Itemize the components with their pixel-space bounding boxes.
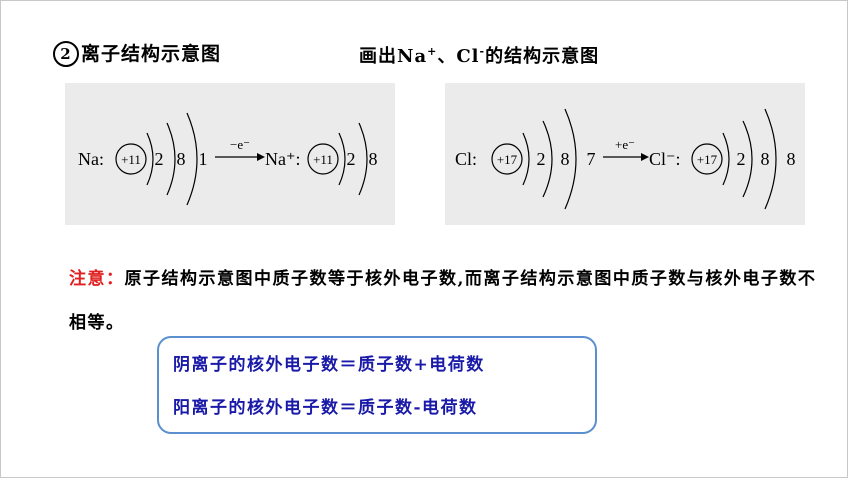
cl-nucleus-label: +17 bbox=[497, 152, 518, 167]
cl-atom-symbol: Cl: bbox=[455, 149, 477, 169]
na-atom-symbol: Na: bbox=[78, 149, 104, 169]
task-prefix: 画出 bbox=[359, 46, 397, 67]
na-ion-nucleus-circle bbox=[307, 143, 339, 175]
task-ion1: Na bbox=[397, 46, 428, 67]
task-instruction: 画出Na+、Cl-的结构示意图 bbox=[359, 42, 599, 68]
cl-ion-shell-value-2: 8 bbox=[761, 149, 770, 169]
cl-diagram-panel: Cl: +17 2 8 7 +e⁻ Cl⁻: +17 2 8 8 bbox=[445, 83, 805, 225]
na-nucleus-circle bbox=[115, 143, 147, 175]
cl-arrow-label: +e⁻ bbox=[615, 137, 635, 152]
cl-ion-shell-arc-3 bbox=[764, 108, 777, 210]
na-nucleus-label: +11 bbox=[121, 152, 141, 167]
heading-text: 离子结构示意图 bbox=[81, 43, 222, 65]
na-arrow-label: −e⁻ bbox=[230, 137, 250, 152]
na-ion-nucleus-label: +11 bbox=[313, 152, 333, 167]
cl-ion-shell-arc-1 bbox=[722, 132, 730, 186]
cl-shell-arc-3 bbox=[564, 108, 577, 210]
cl-ion-shell-value-3: 8 bbox=[787, 149, 796, 169]
na-shell-value-1: 2 bbox=[155, 149, 164, 169]
na-ion-symbol: Na⁺: bbox=[265, 149, 301, 169]
cl-nucleus-circle bbox=[491, 143, 523, 175]
cl-diagram: Cl: +17 2 8 7 +e⁻ Cl⁻: +17 2 8 8 bbox=[455, 108, 796, 210]
cl-shell-value-3: 7 bbox=[587, 149, 596, 169]
na-ion-shell-arc-1 bbox=[338, 132, 346, 186]
cl-ion-symbol: Cl⁻: bbox=[649, 149, 681, 169]
na-shell-arc-1 bbox=[146, 132, 154, 186]
cl-shell-value-2: 8 bbox=[561, 149, 570, 169]
task-ion1-charge: + bbox=[427, 45, 438, 58]
na-ion-shell-value-2: 8 bbox=[369, 149, 378, 169]
anion-rule: 阴离子的核外电子数＝质子数+电荷数 bbox=[173, 355, 485, 375]
cl-ion-nucleus-circle bbox=[691, 143, 723, 175]
task-ion2-charge: - bbox=[479, 45, 486, 58]
na-diagram-panel: Na: +11 2 8 1 −e⁻ Na⁺: +11 2 8 bbox=[65, 83, 395, 225]
note-paragraph: 注意：原子结构示意图中质子数等于核外电子数,而离子结构示意图中质子数与核外电子数… bbox=[69, 257, 819, 345]
task-suffix: 的结构示意图 bbox=[485, 46, 600, 67]
circled-number: 2 bbox=[53, 41, 79, 67]
rule-box: 阴离子的核外电子数＝质子数+电荷数 阳离子的核外电子数＝质子数-电荷数 bbox=[157, 336, 597, 434]
cation-rule: 阳离子的核外电子数＝质子数-电荷数 bbox=[173, 398, 478, 418]
task-ion2: Cl bbox=[456, 46, 480, 67]
cl-ion-shell-value-1: 2 bbox=[737, 149, 746, 169]
na-diagram: Na: +11 2 8 1 −e⁻ Na⁺: +11 2 8 bbox=[78, 112, 378, 206]
cl-shell-arc-1 bbox=[522, 132, 530, 186]
na-ion-shell-value-1: 2 bbox=[347, 149, 356, 169]
cl-ion-nucleus-label: +17 bbox=[697, 152, 718, 167]
task-separator: 、 bbox=[437, 46, 457, 67]
na-shell-value-3: 1 bbox=[199, 149, 208, 169]
cl-ion-shell-arc-2 bbox=[742, 120, 753, 198]
na-arrow-head bbox=[257, 153, 265, 161]
na-ion-shell-arc-2 bbox=[358, 122, 368, 196]
note-text: 原子结构示意图中质子数等于核外电子数,而离子结构示意图中质子数与核外电子数不相等… bbox=[69, 269, 817, 333]
cl-shell-value-1: 2 bbox=[537, 149, 546, 169]
cl-arrow-head bbox=[641, 153, 649, 161]
na-shell-value-2: 8 bbox=[177, 149, 186, 169]
na-shell-arc-3 bbox=[186, 112, 198, 206]
cl-shell-arc-2 bbox=[542, 120, 553, 198]
note-label: 注意： bbox=[69, 269, 125, 289]
na-shell-arc-2 bbox=[166, 122, 176, 196]
